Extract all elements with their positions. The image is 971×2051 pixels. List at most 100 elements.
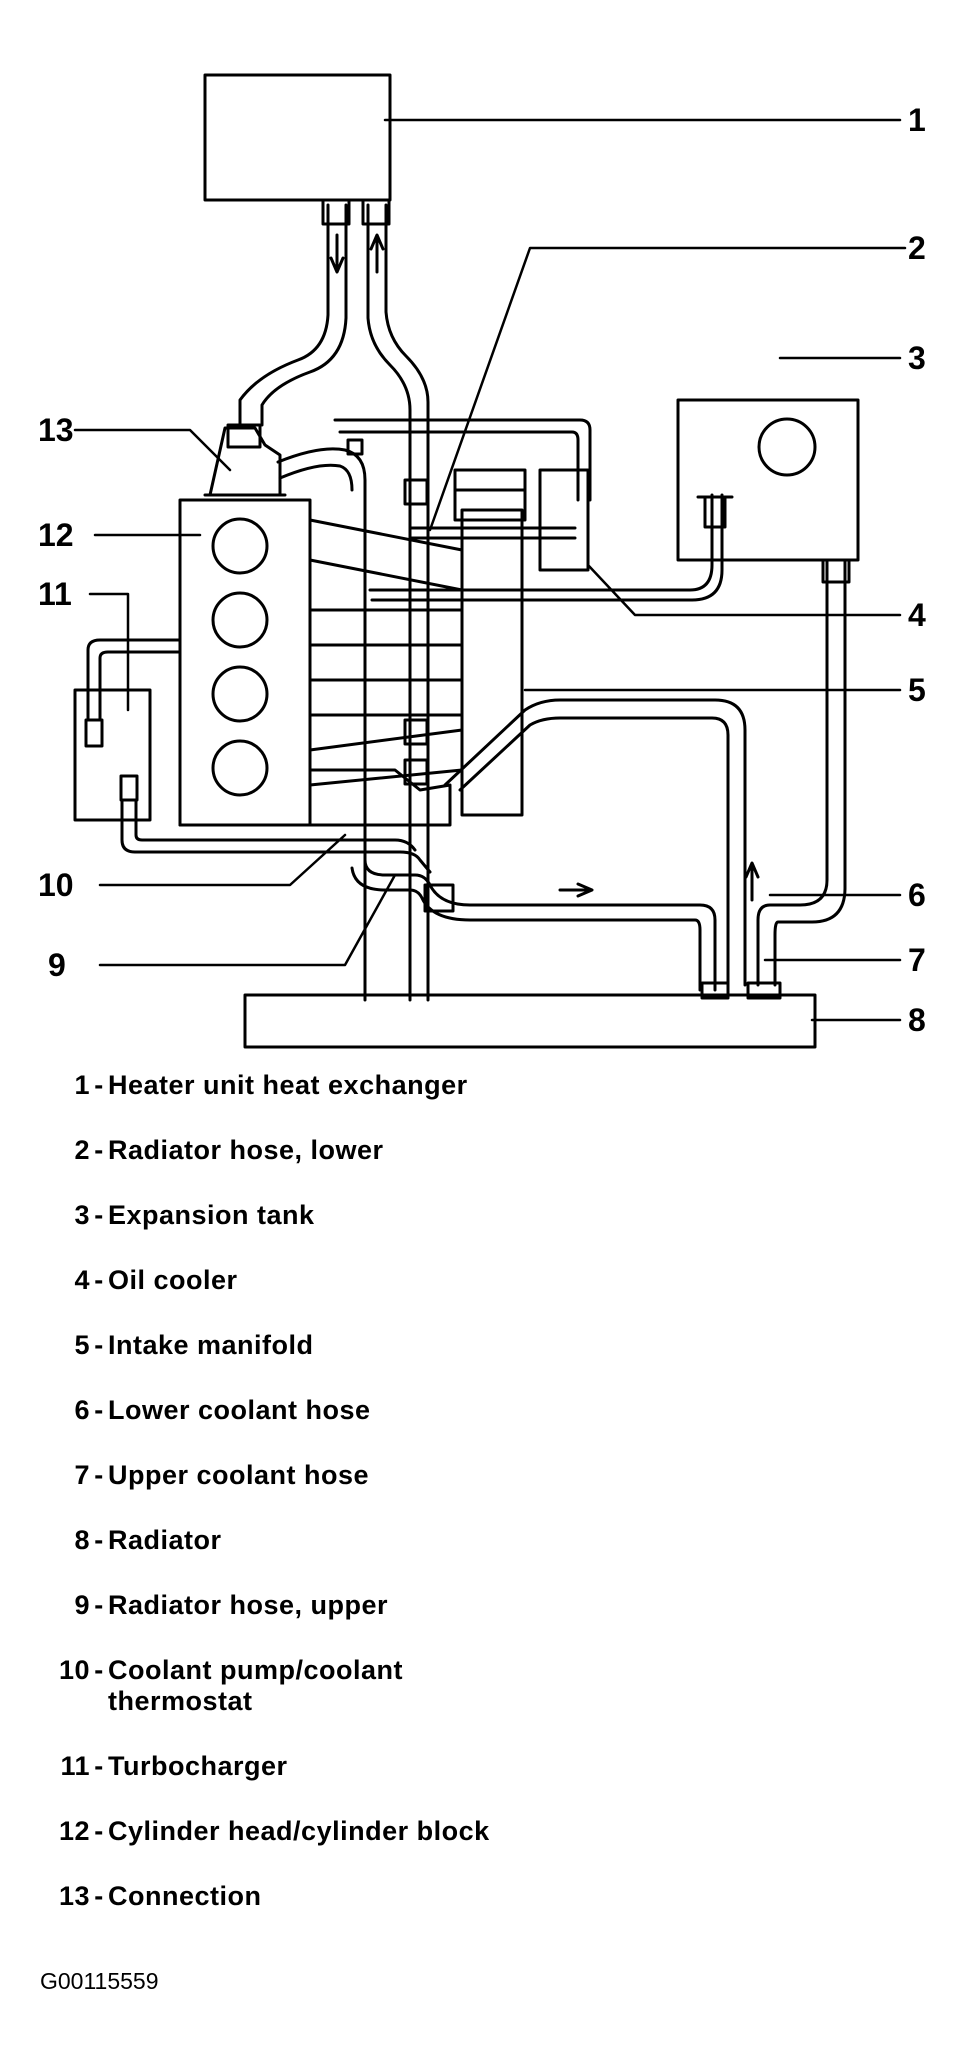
heater-hose-left xyxy=(238,203,330,427)
legend-number: 1 xyxy=(74,1070,90,1100)
legend-dash: - xyxy=(94,1816,104,1846)
oil-cooler xyxy=(538,468,590,572)
legend-dash: - xyxy=(94,1070,104,1100)
legend-number: 8 xyxy=(74,1525,90,1555)
connection-hose xyxy=(276,447,367,1002)
heater-unit-box xyxy=(203,73,392,202)
legend-number: 2 xyxy=(74,1135,90,1165)
turbocharger xyxy=(73,688,152,822)
turbo-hose xyxy=(86,638,182,722)
flow-arrow-up-right xyxy=(744,861,760,902)
legend-number: 4 xyxy=(74,1265,90,1295)
heater-hose-right-inner xyxy=(384,203,430,1002)
legend-item-8: 8-Radiator xyxy=(40,1525,940,1556)
hose-clip-4 xyxy=(346,438,364,456)
legend-dash: - xyxy=(94,1655,104,1685)
turbo-fitting-top xyxy=(84,718,104,748)
oil-cooler-pipe xyxy=(408,526,577,540)
oil-cooler-line-top xyxy=(333,418,592,502)
legend-dash: - xyxy=(94,1330,104,1360)
intake-runners xyxy=(308,518,464,787)
legend-item-9: 9-Radiator hose, upper xyxy=(40,1590,940,1621)
legend-item-10: 10-Coolant pump/coolant thermostat xyxy=(40,1655,940,1717)
callout-leaders xyxy=(73,118,907,1022)
hose-clip-2 xyxy=(403,718,429,746)
callout-12: 12 xyxy=(38,517,74,553)
upper-coolant-hose xyxy=(443,698,747,987)
upper-coolant-hose-inner xyxy=(458,716,730,987)
callout-13: 13 xyxy=(38,412,74,448)
legend-dash: - xyxy=(94,1751,104,1781)
cylinder-block xyxy=(178,498,312,827)
legend-label: Turbocharger xyxy=(108,1751,288,1781)
legend-label: Connection xyxy=(108,1881,262,1911)
legend-number: 7 xyxy=(74,1460,90,1490)
cylinder-1 xyxy=(211,517,269,575)
callout-4: 4 xyxy=(908,597,926,633)
flow-arrow-up xyxy=(369,233,385,274)
legend-item-7: 7-Upper coolant hose xyxy=(40,1460,940,1491)
legend-dash: - xyxy=(94,1525,104,1555)
heater-fitting-right xyxy=(361,198,391,226)
lower-coolant-hose xyxy=(756,558,829,987)
intake-manifold xyxy=(460,508,524,817)
manifold-top-box xyxy=(453,468,527,522)
legend-item-12: 12-Cylinder head/cylinder block xyxy=(40,1816,940,1847)
legend-item-5: 5-Intake manifold xyxy=(40,1330,940,1361)
callout-8: 8 xyxy=(908,1002,926,1038)
lower-hose-fitting xyxy=(821,558,851,584)
radiator-hose-upper-inner xyxy=(350,866,702,992)
legend-dash: - xyxy=(94,1135,104,1165)
oil-cooler-return xyxy=(368,493,714,592)
legend-label: Radiator hose, lower xyxy=(108,1135,384,1165)
legend: 1-Heater unit heat exchanger 2-Radiator … xyxy=(40,1070,940,1912)
legend-number: 10 xyxy=(58,1655,90,1685)
radiator xyxy=(243,993,817,1049)
callout-7: 7 xyxy=(908,942,926,978)
callout-5: 5 xyxy=(908,672,926,708)
radiator-fitting-left xyxy=(700,981,730,1000)
radiator-hose-upper xyxy=(363,858,717,992)
legend-label: Expansion tank xyxy=(108,1200,315,1230)
callout-10: 10 xyxy=(38,867,74,903)
radiator-hose-fitting xyxy=(423,883,455,913)
legend-label: Upper coolant hose xyxy=(108,1460,370,1490)
legend-number: 12 xyxy=(58,1816,90,1846)
callout-labels: 1 2 3 4 5 6 7 8 9 10 11 12 13 xyxy=(38,102,926,1038)
oil-cooler-line-top-inner xyxy=(338,430,580,502)
legend-label: Radiator xyxy=(108,1525,222,1555)
legend-item-11: 11-Turbocharger xyxy=(40,1751,940,1782)
legend-number: 5 xyxy=(74,1330,90,1360)
callout-3: 3 xyxy=(908,340,926,376)
hose-clip-3 xyxy=(403,758,429,786)
heater-fitting-left xyxy=(321,198,351,226)
legend-label: Heater unit heat exchanger xyxy=(108,1070,468,1100)
heater-hose-left-inner xyxy=(260,203,348,427)
legend-dash: - xyxy=(94,1395,104,1425)
coolant-system-diagram: 1 2 3 4 5 6 7 8 9 10 11 12 13 xyxy=(38,73,926,1049)
cylinder-4 xyxy=(211,739,269,797)
callout-6: 6 xyxy=(908,877,926,913)
legend-label: Oil cooler xyxy=(108,1265,238,1295)
legend-dash: - xyxy=(94,1265,104,1295)
legend-label: Cylinder head/cylinder block xyxy=(108,1816,490,1846)
legend-number: 11 xyxy=(60,1751,90,1781)
heater-hose-right xyxy=(366,203,412,1002)
cylinder-2 xyxy=(211,591,269,649)
turbo-return xyxy=(120,798,432,874)
legend-number: 3 xyxy=(74,1200,90,1230)
legend-dash: - xyxy=(94,1200,104,1230)
callout-2: 2 xyxy=(908,230,926,266)
legend-item-2: 2-Radiator hose, lower xyxy=(40,1135,940,1166)
flow-arrow-right xyxy=(558,882,594,898)
legend-number: 9 xyxy=(74,1590,90,1620)
legend-label: Coolant pump/coolant thermostat xyxy=(108,1655,403,1716)
legend-label: Lower coolant hose xyxy=(108,1395,371,1425)
turbo-hose-inner xyxy=(98,650,182,722)
turbo-return-inner xyxy=(134,798,417,852)
flow-arrow-down xyxy=(329,233,345,274)
expansion-tank xyxy=(676,398,860,562)
pump-housing xyxy=(178,768,452,827)
legend-item-4: 4-Oil cooler xyxy=(40,1265,940,1296)
legend-number: 6 xyxy=(74,1395,90,1425)
